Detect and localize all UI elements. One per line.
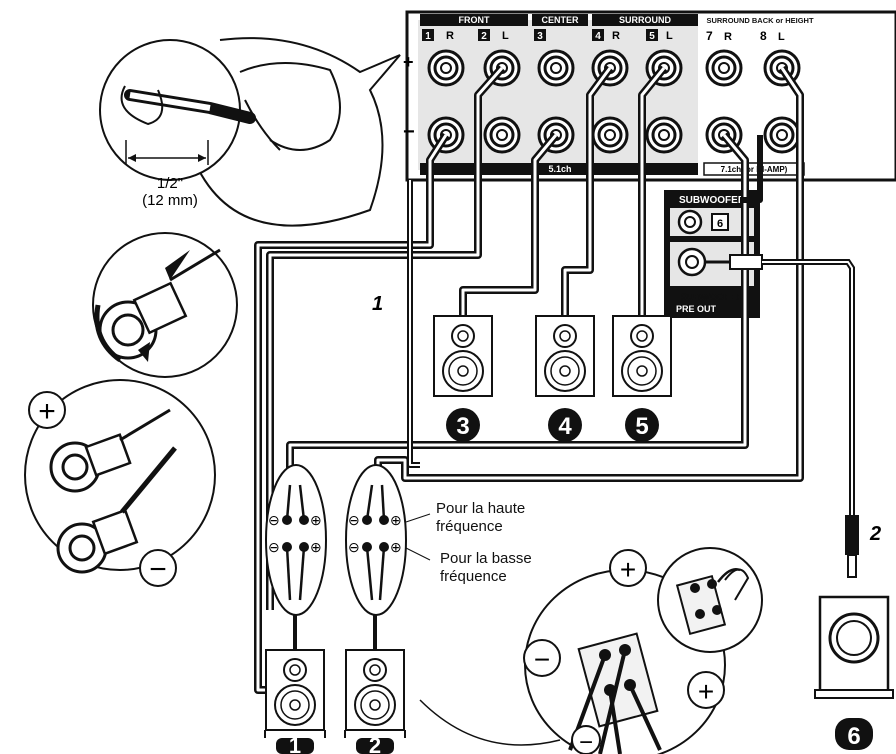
high-frequency-label-line2: fréquence (436, 518, 503, 535)
speaker-3-number: 3 (456, 413, 469, 440)
channel-4-number: 4 (595, 31, 601, 42)
channel-8-number: 8 (760, 29, 767, 43)
terminal-1-plus[interactable] (427, 49, 465, 87)
closeup-plus-right: + (698, 676, 714, 707)
svg-text:⊖: ⊖ (268, 512, 280, 528)
polarity-minus-symbol: − (149, 553, 167, 586)
channel-2-side: L (502, 30, 509, 42)
speaker-2-number: 2 (369, 733, 381, 754)
high-frequency-label-line1: Pour la haute (436, 500, 525, 517)
channel-5-side: L (666, 30, 673, 42)
group-back-label: SURROUND BACK or HEIGHT (706, 16, 814, 25)
wire-strip-detail (99, 37, 401, 227)
low-frequency-label-line1: Pour la basse (440, 550, 532, 567)
label-5-1ch: 5.1ch (548, 164, 571, 174)
subwoofer-bottom-label: SUBWOOFER (681, 292, 744, 303)
terminal-4-minus[interactable] (591, 116, 629, 154)
channel-7-side: R (724, 31, 732, 43)
plus-row-mark: + (403, 52, 414, 72)
speaker-5-number: 5 (635, 413, 648, 440)
subwoofer-preout-jack[interactable] (677, 247, 707, 277)
minus-row-mark: − (403, 121, 415, 143)
closeup-minus-bottom: − (579, 729, 593, 754)
biamp-plate-right: ⊖ ⊕ ⊖ ⊕ (345, 464, 431, 616)
svg-text:⊕: ⊕ (390, 539, 402, 555)
speaker-5 (612, 315, 672, 397)
low-frequency-label-line2: fréquence (440, 568, 507, 585)
channel-8-side: L (778, 31, 785, 43)
group-center-label: CENTER (541, 15, 579, 25)
closeup-plus-top: + (620, 554, 636, 585)
speaker-terminal-closeup (419, 547, 763, 754)
subwoofer-speaker (814, 595, 894, 699)
terminal-3-plus[interactable] (537, 49, 575, 87)
subwoofer-cable (705, 254, 859, 578)
speaker-cables (254, 65, 804, 694)
speaker-3 (433, 315, 493, 397)
receiver-panel: FRONT CENTER SURROUND SURROUND BACK or H… (403, 10, 896, 318)
strip-length-mm: (12 mm) (142, 192, 198, 209)
speaker-4-number: 4 (558, 413, 572, 440)
strip-length-inches: 1/2" (157, 175, 183, 192)
pre-out-label: PRE OUT (676, 304, 717, 314)
channel-3-number: 3 (537, 31, 543, 42)
binding-post-tighten-detail (92, 232, 238, 378)
terminal-2-minus[interactable] (483, 116, 521, 154)
channel-7-number: 7 (706, 29, 713, 43)
step-2-marker: 2 (869, 523, 881, 545)
speaker-1 (265, 649, 325, 731)
speaker-2 (345, 649, 405, 731)
polarity-plus-symbol: + (38, 395, 56, 428)
terminal-8-minus[interactable] (763, 116, 801, 154)
speaker-6-number: 6 (847, 723, 860, 750)
svg-text:⊕: ⊕ (310, 539, 322, 555)
channel-1-number: 1 (425, 31, 431, 42)
subwoofer-top-label: SUBWOOFER (679, 195, 746, 206)
channel-2-number: 2 (481, 31, 487, 42)
svg-text:⊕: ⊕ (390, 512, 402, 528)
speaker-1-number: 1 (289, 733, 301, 754)
channel-5-number: 5 (649, 31, 655, 42)
label-7-1ch-biamp: 7.1ch (or BI-AMP) (721, 165, 788, 174)
speaker-4 (535, 315, 595, 397)
channel-1-side: R (446, 30, 454, 42)
step-1-marker: 1 (372, 293, 383, 315)
svg-text:⊖: ⊖ (268, 539, 280, 555)
svg-text:⊖: ⊖ (348, 512, 360, 528)
svg-text:⊖: ⊖ (348, 539, 360, 555)
subwoofer-top-number: 6 (717, 218, 723, 230)
channel-4-side: R (612, 30, 620, 42)
biamp-plate-left: ⊖ ⊕ ⊖ ⊕ (265, 464, 327, 616)
terminal-5-minus[interactable] (645, 116, 683, 154)
group-surround-label: SURROUND (619, 15, 672, 25)
polarity-detail (24, 379, 216, 574)
svg-text:⊕: ⊕ (310, 512, 322, 528)
terminal-7-plus[interactable] (705, 49, 743, 87)
group-front-label: FRONT (459, 15, 490, 25)
closeup-minus-left: − (534, 644, 550, 675)
